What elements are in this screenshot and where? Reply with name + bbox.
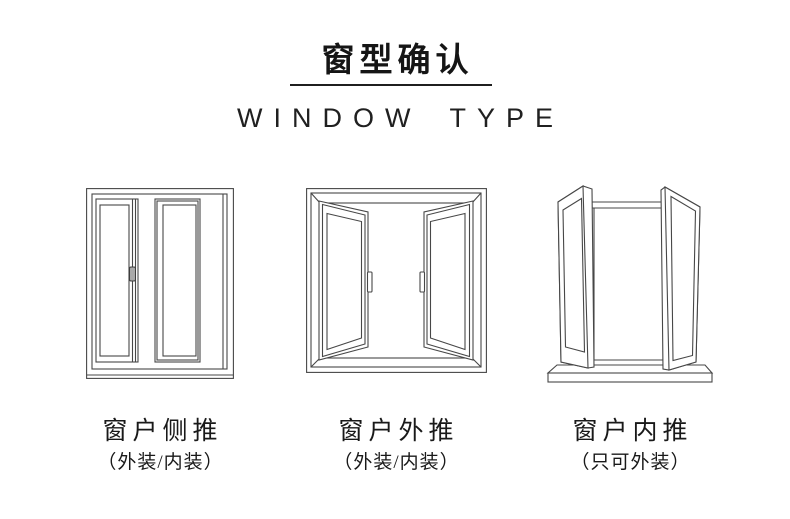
window-figure-push-inward (545, 183, 715, 383)
window-note: （外装/内装） (333, 452, 460, 473)
page-title: 窗型确认 (321, 41, 474, 78)
window-note: （外装/内装） (97, 452, 224, 473)
sliding-window-icon (86, 188, 234, 379)
caption-push-inward: 窗户内推 （只可外装） (520, 417, 740, 475)
window-caption: 窗户外推 (338, 418, 459, 445)
inward-sash-left-open (557, 185, 595, 369)
casement-sash-right-open (419, 200, 474, 361)
sliding-window-frame (86, 188, 234, 379)
page-subtitle: WINDOW TYPE (236, 103, 564, 133)
sliding-sash-right (154, 198, 201, 363)
outward-casement-window-icon (306, 188, 487, 373)
window-note: （只可外装） (570, 452, 691, 473)
caption-push-outward: 窗户外推 （外装/内装） (286, 417, 506, 475)
casement-frame (592, 201, 667, 361)
casement-sash-left-open (318, 200, 373, 361)
caption-side-slide: 窗户侧推 （外装/内装） (50, 417, 270, 475)
window-caption: 窗户内推 (572, 418, 693, 445)
sash-handle (129, 266, 136, 282)
window-figure-push-outward (306, 188, 487, 373)
sash-handle (366, 271, 373, 293)
sliding-sash-left (95, 198, 139, 363)
window-figure-side-slide (86, 188, 234, 380)
window-caption: 窗户侧推 (102, 418, 223, 445)
sash-handle (419, 271, 426, 293)
window-sill (546, 364, 714, 383)
inward-sash-right-open (660, 186, 701, 371)
title-underline (290, 84, 492, 86)
inward-casement-window-icon (546, 185, 714, 383)
